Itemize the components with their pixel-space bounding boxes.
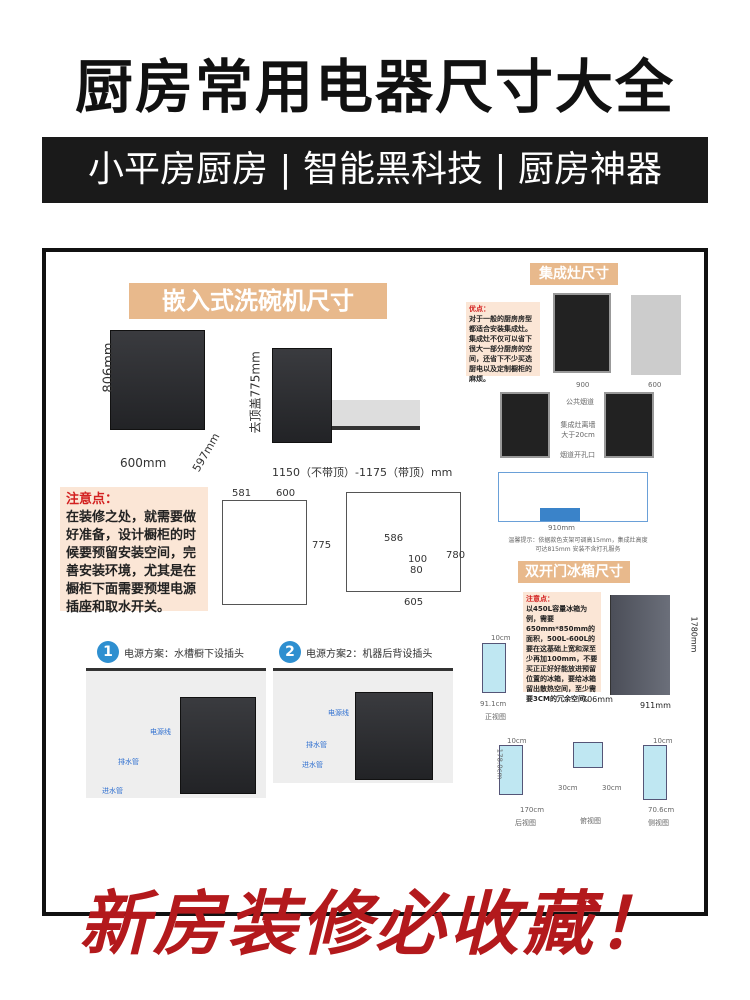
dim-780: 780 (446, 550, 466, 561)
stove-install-left (500, 392, 550, 458)
back-gap: 10cm (507, 737, 527, 745)
fridge-front-view (482, 643, 506, 693)
dim-586: 586 (384, 533, 404, 544)
fridge-label: 双开门冰箱尺寸 (518, 561, 630, 583)
front-caption: 正视图 (485, 713, 506, 721)
plan2-number: 2 (279, 641, 301, 663)
stove-cabinet-diagram (498, 472, 648, 522)
front-width: 91.1cm (480, 700, 507, 708)
fridge-top-view (573, 742, 603, 768)
stove-label: 集成灶尺寸 (530, 263, 618, 285)
plan1-title: 电源方案：水槽橱下设插头 (124, 649, 244, 660)
plan2-drain: 排水管 (306, 741, 327, 749)
plan1-number: 1 (97, 641, 119, 663)
stove-image (553, 293, 611, 373)
back-caption: 后视图 (515, 819, 536, 827)
dishwasher-side-image (272, 348, 332, 443)
plan1-power: 电源线 (150, 728, 171, 736)
dim-605: 605 (404, 597, 424, 608)
fridge-back-view (499, 745, 523, 795)
fridge-depth: 706mm (582, 695, 613, 704)
dim-600: 600 (276, 488, 296, 499)
width-dim: 600mm (120, 456, 167, 470)
height-dim: 806mm (101, 342, 117, 393)
plan2-dishwasher (355, 692, 433, 780)
stove-hole: 烟道开孔口 (560, 451, 595, 459)
side-caption: 侧视图 (648, 819, 669, 827)
dim-581: 581 (232, 488, 252, 499)
dim-775: 775 (312, 540, 332, 551)
dishwasher-note: 注意点：在装修之处，就需要做好准备，设计橱柜的时候要预留安装空间，完善安装环境，… (60, 487, 208, 615)
stove-910: 910mm (548, 524, 575, 532)
stove-install-right (604, 392, 654, 458)
back-depth: 170cm (520, 806, 545, 814)
content-frame (42, 248, 708, 916)
stove-width: 900 (576, 381, 590, 389)
top-caption: 俯视图 (580, 817, 601, 825)
cabinet-line-drawing (346, 492, 461, 592)
top-gap-left: 30cm (558, 784, 578, 792)
fridge-side-view (643, 745, 667, 800)
stove-wall: 公共烟道 (566, 398, 594, 406)
plan1-inlet: 进水管 (102, 787, 123, 795)
plan1-dishwasher (180, 697, 256, 794)
dim-80: 80 (410, 565, 423, 576)
stove-depth: 600 (648, 381, 662, 389)
top-gap-right: 30cm (602, 784, 622, 792)
stove-cutout (540, 508, 580, 521)
plan2-power: 电源线 (328, 709, 349, 717)
stove-note: 优点：对于一般的厨房房型都适合安装集成灶。集成灶不仅可以省下很大一部分厨房的空间… (466, 302, 540, 383)
fridge-image (610, 595, 670, 695)
back-height: 178.0cm (495, 748, 504, 780)
open-depth-dim: 1150（不带顶）-1175（带顶）mm (272, 466, 453, 479)
front-gap: 10cm (491, 634, 511, 642)
fridge-width: 911mm (640, 701, 671, 710)
dishwasher-image (110, 330, 205, 430)
slogan: 新房装修必收藏！ (79, 882, 671, 965)
fridge-height: 1780mm (689, 616, 699, 653)
page-title: 厨房常用电器尺寸大全 (74, 53, 675, 121)
stove-gap: 集成灶离墙大于20cm (560, 421, 596, 439)
side-gap: 10cm (653, 737, 673, 745)
fridge-note: 注意点：以450L容量冰箱为例，需要650mm*850mm的面积，500L-60… (523, 592, 601, 703)
plan2-inlet: 进水管 (302, 761, 323, 769)
plan1-drain: 排水管 (118, 758, 139, 766)
stove-tip: 温馨提示：依据款色支架可调高15mm，集成灶高度可达815mm 安装不含打孔服务 (508, 537, 648, 553)
stove-side-image (631, 295, 681, 375)
dish-rack (332, 400, 420, 430)
plan2-title: 电源方案2：机器后背设插头 (306, 649, 433, 660)
subtitle-banner: 小平房厨房 | 智能黑科技 | 厨房神器 (42, 137, 708, 203)
open-height-dim: 去顶盖775mm (248, 351, 263, 434)
side-depth: 70.6cm (648, 806, 675, 814)
dishwasher-line-drawing (222, 500, 307, 605)
dishwasher-label: 嵌入式洗碗机尺寸 (129, 283, 387, 319)
dim-100: 100 (408, 554, 428, 565)
